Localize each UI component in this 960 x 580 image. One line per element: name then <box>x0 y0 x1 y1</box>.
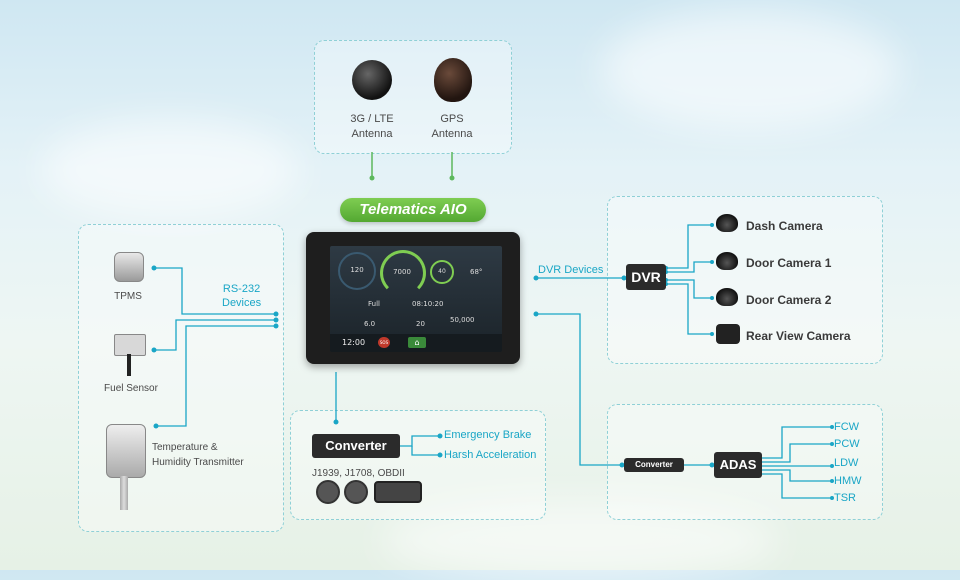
adas-item-hmw: HMW <box>834 475 862 487</box>
volts-value: 20 <box>416 320 425 328</box>
fuel-sensor-label: Fuel Sensor <box>104 383 158 394</box>
odometer-value: 50,000 <box>450 316 475 324</box>
fuel-sensor-cable <box>127 354 131 376</box>
gps-antenna-line2: Antenna <box>431 128 473 140</box>
home-button[interactable]: ⌂ <box>408 337 426 348</box>
fuel-sensor-icon <box>114 334 146 356</box>
cloud <box>600 10 900 130</box>
obdii-connector-icon <box>374 481 422 503</box>
lte-antenna-label: 3G / LTE Antenna <box>332 112 412 142</box>
rs232-line2: Devices <box>222 297 262 309</box>
dash-camera-icon <box>716 214 738 232</box>
temp-humidity-line1: Temperature & <box>152 442 218 453</box>
door-camera-2-icon <box>716 288 738 306</box>
j1939-connector-icon <box>316 480 340 504</box>
adas-item-ldw: LDW <box>834 457 859 469</box>
time-value: 08:10:20 <box>412 300 444 308</box>
adas-item-pcw: PCW <box>834 438 860 450</box>
cloud <box>40 120 300 220</box>
consumption-value: 6.0 <box>364 320 376 328</box>
door-camera-1-icon <box>716 252 738 270</box>
temp-humidity-probe <box>120 476 128 510</box>
speed-value: 120 <box>350 266 364 274</box>
rear-view-camera-label: Rear View Camera <box>746 329 851 343</box>
rs232-line1: RS-232 <box>222 283 261 295</box>
gps-antenna-label: GPS Antenna <box>412 112 492 142</box>
speed-gauge <box>338 252 376 290</box>
page-title: Telematics AIO <box>359 201 467 218</box>
temp-humidity-label: Temperature & Humidity Transmitter <box>152 440 244 470</box>
gps-antenna-line1: GPS <box>440 113 464 125</box>
door-camera-2-label: Door Camera 2 <box>746 293 832 307</box>
tpms-icon <box>114 252 144 282</box>
antenna-panel <box>314 40 512 154</box>
converter-box: Converter <box>312 434 400 458</box>
emergency-brake-label: Emergency Brake <box>444 429 532 441</box>
dvr-box: DVR <box>626 264 666 290</box>
rpm-gauge <box>380 250 426 296</box>
adas-item-fcw: FCW <box>834 421 860 433</box>
sensor-panel <box>78 224 284 532</box>
telematics-device: 120 7000 40 68° Full 08:10:20 6.0 20 50,… <box>306 232 520 364</box>
j1708-connector-icon <box>344 480 368 504</box>
fuel-label: Full <box>368 300 380 308</box>
fuel-gauge <box>430 260 454 284</box>
protocols-label: J1939, J1708, OBDII <box>312 468 405 479</box>
door-camera-1-label: Door Camera 1 <box>746 256 832 270</box>
rear-view-camera-icon <box>716 324 740 344</box>
adas-converter-box: Converter <box>624 458 684 472</box>
rpm-value: 7000 <box>393 268 411 276</box>
lte-antenna-icon <box>352 60 392 100</box>
tpms-label: TPMS <box>114 291 142 302</box>
rs232-label: RS-232 Devices <box>222 282 261 310</box>
fuel-pct-value: 40 <box>438 268 446 275</box>
device-screen: 120 7000 40 68° Full 08:10:20 6.0 20 50,… <box>330 246 502 352</box>
dash-camera-label: Dash Camera <box>746 219 823 233</box>
lte-antenna-line1: 3G / LTE <box>350 113 394 125</box>
sos-button[interactable]: SOS <box>378 337 390 348</box>
title-badge <box>340 198 486 222</box>
gps-antenna-icon <box>434 58 472 102</box>
clock-value: 12:00 <box>342 338 366 347</box>
harsh-acceleration-label: Harsh Acceleration <box>444 449 537 461</box>
dvr-devices-label: DVR Devices <box>538 264 604 276</box>
lte-antenna-line2: Antenna <box>351 128 393 140</box>
adas-box: ADAS <box>714 452 762 478</box>
cloud <box>380 500 780 580</box>
temp-humidity-line2: Humidity Transmitter <box>152 457 244 468</box>
temp-humidity-icon <box>106 424 146 478</box>
adas-item-tsr: TSR <box>834 492 856 504</box>
temp-value: 68° <box>470 268 483 276</box>
